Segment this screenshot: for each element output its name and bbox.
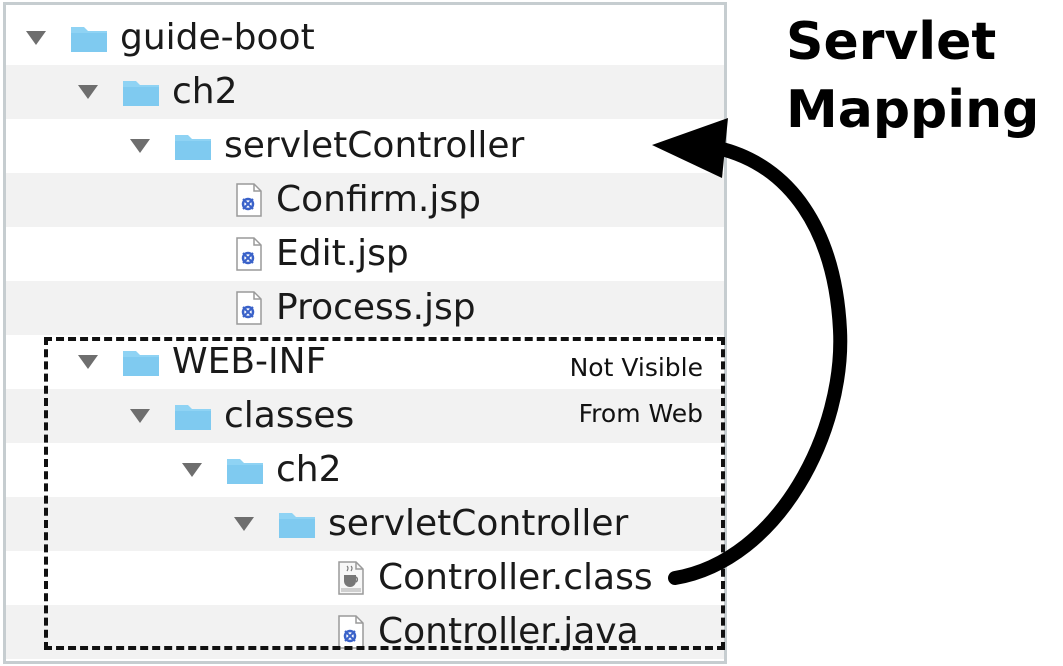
folder-icon bbox=[227, 459, 263, 484]
tree-row-edit-jsp[interactable]: Edit.jsp bbox=[6, 227, 724, 281]
tree-row-guide-boot[interactable]: guide-boot bbox=[6, 11, 724, 65]
jsp-file-icon bbox=[236, 237, 262, 271]
folder-icon bbox=[175, 135, 211, 160]
disclosure-triangle-icon[interactable] bbox=[182, 463, 202, 477]
folder-icon bbox=[123, 81, 159, 106]
disclosure-triangle-icon[interactable] bbox=[130, 139, 150, 153]
tree-item-label: Process.jsp bbox=[276, 287, 476, 328]
tree-item-label: servletController bbox=[328, 503, 629, 544]
folder-icon bbox=[175, 405, 211, 430]
tree-row-ch2-nested[interactable]: ch2 bbox=[6, 443, 724, 497]
tree-item-label: ch2 bbox=[276, 449, 342, 490]
disclosure-triangle-icon[interactable] bbox=[234, 517, 254, 531]
disclosure-triangle-icon[interactable] bbox=[130, 409, 150, 423]
tree-item-label: Controller.class bbox=[378, 557, 653, 598]
folder-icon bbox=[71, 27, 107, 52]
folder-icon bbox=[279, 513, 315, 538]
tree-item-label: ch2 bbox=[172, 71, 238, 112]
diagram-title-line-1: Servlet bbox=[786, 12, 997, 72]
disclosure-triangle-icon[interactable] bbox=[78, 85, 98, 99]
tree-row-process-jsp[interactable]: Process.jsp bbox=[6, 281, 724, 335]
tree-row-controller-java[interactable]: Controller.java bbox=[6, 605, 724, 659]
tree-item-label: Confirm.jsp bbox=[276, 179, 481, 220]
folder-icon bbox=[123, 351, 159, 376]
tree-row-servlet-controller-nested[interactable]: servletController bbox=[6, 497, 724, 551]
jsp-file-icon bbox=[236, 183, 262, 217]
file-tree-panel: guide-boot ch2 servletController Confirm… bbox=[3, 2, 727, 664]
tree-row-controller-class[interactable]: Controller.class bbox=[6, 551, 724, 605]
java-file-icon bbox=[338, 615, 364, 649]
tree-row-classes[interactable]: classes bbox=[6, 389, 724, 443]
disclosure-triangle-icon[interactable] bbox=[26, 31, 46, 45]
jsp-file-icon bbox=[236, 291, 262, 325]
diagram-title-line-2: Mapping bbox=[786, 80, 1040, 140]
java-class-file-icon bbox=[338, 561, 364, 595]
tree-row-servlet-controller[interactable]: servletController bbox=[6, 119, 724, 173]
tree-item-label: servletController bbox=[224, 125, 525, 166]
tree-item-label: Edit.jsp bbox=[276, 233, 409, 274]
tree-row-confirm-jsp[interactable]: Confirm.jsp bbox=[6, 173, 724, 227]
tree-item-label: classes bbox=[224, 395, 355, 436]
tree-item-label: guide-boot bbox=[120, 17, 315, 58]
tree-row-web-inf[interactable]: WEB-INF bbox=[6, 335, 724, 389]
disclosure-triangle-icon[interactable] bbox=[78, 355, 98, 369]
tree-item-label: WEB-INF bbox=[172, 341, 327, 382]
tree-item-label: Controller.java bbox=[378, 611, 639, 652]
tree-row-ch2[interactable]: ch2 bbox=[6, 65, 724, 119]
